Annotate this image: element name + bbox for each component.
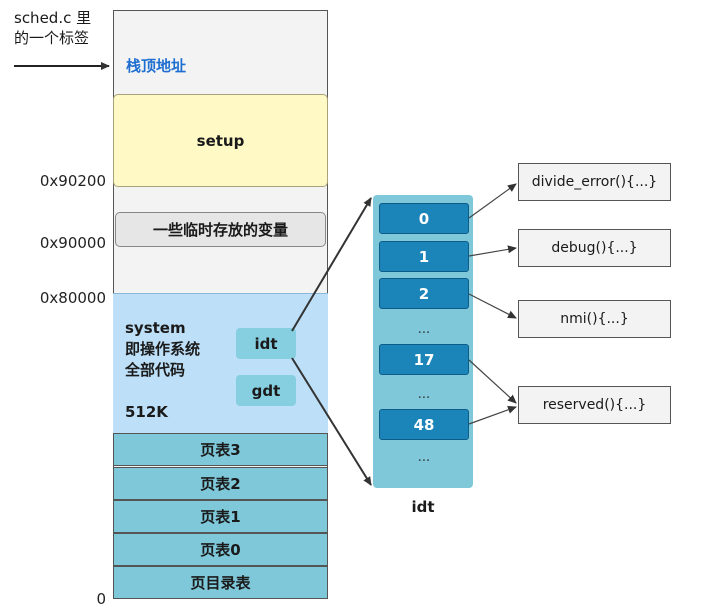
idt-ellipsis-1: ... [417, 322, 431, 337]
sched-note-line-1: sched.c 里 [14, 9, 92, 27]
system-line-2: 即操作系统 [125, 340, 201, 358]
entry-48-arrow [468, 405, 517, 425]
page-table-0: 页表0 [113, 533, 328, 566]
idt-ellipsis-3: ... [417, 450, 431, 465]
page-directory: 页目录表 [113, 566, 328, 599]
idt-entry-2: 2 [379, 278, 469, 309]
page-table-2: 页表2 [113, 467, 328, 500]
system-line-1: system [125, 319, 186, 337]
setup-block: setup [113, 94, 328, 187]
handler-reserved: reserved(){...} [518, 386, 671, 424]
page-table-3: 页表3 [113, 433, 328, 466]
address-0x80000: 0x80000 [39, 289, 106, 307]
idt-tag: idt [236, 328, 296, 359]
idt-entry-48: 48 [379, 409, 469, 440]
address-0x90200: 0x90200 [39, 172, 106, 190]
idt-caption: idt [411, 498, 435, 516]
idt-entry-1: 1 [379, 241, 469, 272]
idt-to-table-top-arrow [291, 197, 372, 332]
temp-vars-block: 一些临时存放的变量 [115, 212, 326, 247]
entry-1-arrow [468, 245, 517, 257]
entry-2-arrow [468, 293, 517, 319]
system-line-3: 全部代码 [125, 361, 186, 379]
handler-nmi: nmi(){...} [518, 300, 671, 338]
gdt-tag: gdt [236, 375, 296, 406]
system-description: system 即操作系统 全部代码 [125, 318, 200, 381]
idt-to-table-bottom-arrow [291, 357, 372, 486]
address-zero: 0 [96, 590, 106, 608]
sched-note: sched.c 里 的一个标签 [14, 8, 91, 48]
handler-divide-error: divide_error(){...} [518, 163, 671, 201]
page-table-1: 页表1 [113, 500, 328, 533]
sched-note-line-2: 的一个标签 [14, 29, 90, 47]
idt-ellipsis-2: ... [417, 387, 431, 402]
handler-debug: debug(){...} [518, 229, 671, 267]
idt-entry-0: 0 [379, 203, 469, 234]
system-block [113, 293, 328, 433]
stack-top-label: 栈顶地址 [126, 57, 187, 75]
idt-entry-17: 17 [379, 344, 469, 375]
entry-17-arrow [468, 359, 517, 404]
address-0x90000: 0x90000 [39, 234, 106, 252]
system-size: 512K [125, 403, 168, 421]
entry-0-arrow [468, 183, 517, 219]
